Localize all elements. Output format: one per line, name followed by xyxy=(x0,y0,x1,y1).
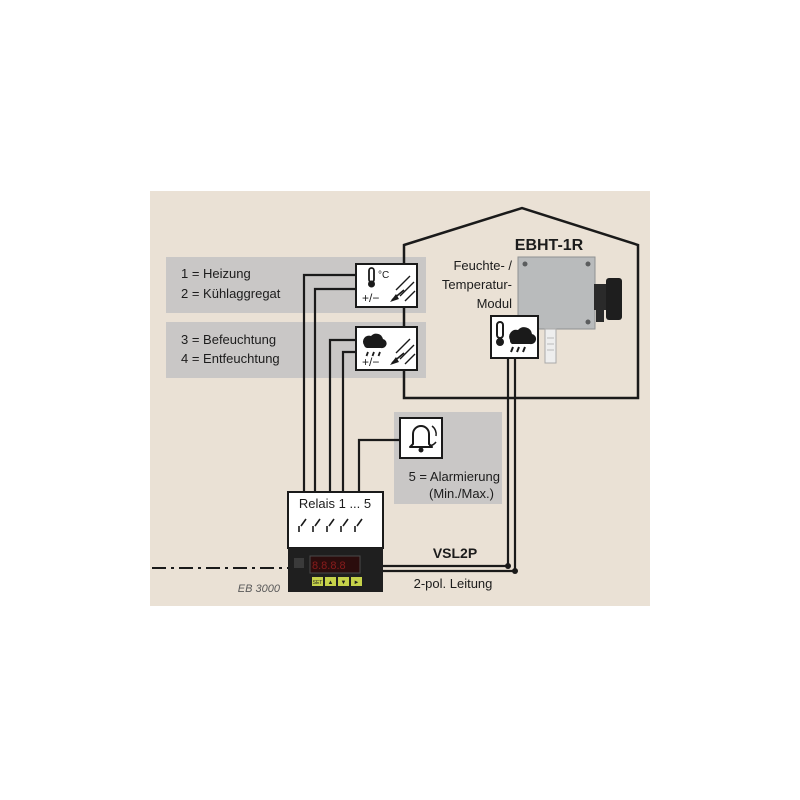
alarm-label-line1: 5 = Alarmierung xyxy=(409,469,500,484)
sensor-bus-wires xyxy=(382,358,517,573)
relay-4-label: 4 = Entfeuchtung xyxy=(181,351,280,366)
bus-cable-label: 2-pol. Leitung xyxy=(414,576,493,591)
controller-display xyxy=(309,555,361,574)
relay-1-label: 1 = Heizung xyxy=(181,266,251,281)
svg-text:▲: ▲ xyxy=(328,580,334,586)
svg-text:8.8.8.8: 8.8.8.8 xyxy=(312,560,346,572)
sensor-label-line3: Modul xyxy=(477,296,513,311)
relay-contacts xyxy=(298,518,363,532)
bus-junction-2 xyxy=(512,568,518,574)
relays-label: Relais 1 ... 5 xyxy=(299,496,371,511)
bus-junction-1 xyxy=(505,563,511,569)
relay-2-label: 2 = Kühlaggregat xyxy=(181,286,281,301)
bus-name: VSL2P xyxy=(433,545,477,561)
svg-text:SET: SET xyxy=(313,580,323,586)
temperature-unit: °C xyxy=(378,270,389,281)
controller-name: EB 3000 xyxy=(238,583,281,595)
temperature-actuator-icon: °C +/− xyxy=(355,263,418,308)
relay-3-label: 3 = Befeuchtung xyxy=(181,332,276,347)
relay-wires xyxy=(302,273,400,500)
svg-text:▼: ▼ xyxy=(341,580,347,586)
house-outline xyxy=(402,206,640,400)
sensor-label-line1: Feuchte- / xyxy=(453,258,512,273)
humidity-actuator-icon: +/− xyxy=(355,326,418,371)
up-button[interactable] xyxy=(325,577,336,586)
alarm-label-line2: (Min./Max.) xyxy=(429,486,494,501)
bell-icon xyxy=(399,417,443,459)
sensor-label-line2: Temperatur- xyxy=(442,277,512,292)
controller: Relais 1 ... 5 8.8.8.8 SET ▲ ▼ ► xyxy=(287,491,384,592)
svg-text:►: ► xyxy=(354,580,360,586)
set-button[interactable] xyxy=(312,577,323,586)
down-button[interactable] xyxy=(338,577,349,586)
humidity-sign: +/− xyxy=(362,355,379,369)
temperature-sign: +/− xyxy=(362,291,379,305)
next-button[interactable] xyxy=(351,577,362,586)
humidity-temperature-sensor-icon xyxy=(490,315,539,359)
house-title: EBHT-1R xyxy=(515,237,584,254)
